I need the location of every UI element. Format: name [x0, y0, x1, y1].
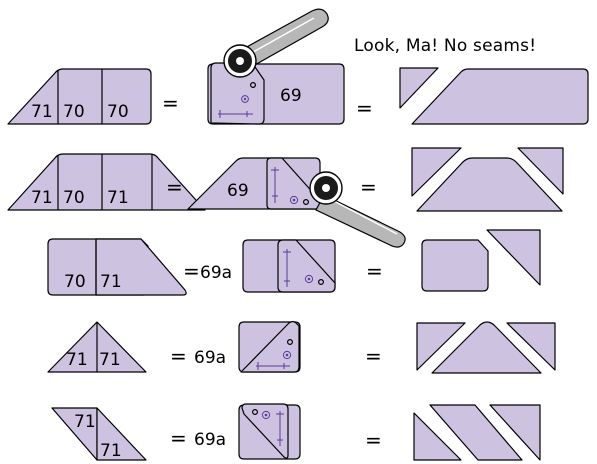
strip-label: 70 [64, 272, 86, 292]
equals-sign: = [365, 344, 382, 368]
row-5: 71 71 = 69a = [52, 404, 540, 461]
equals-sign: = [365, 428, 382, 452]
ruler-label: 69a [194, 348, 226, 368]
rotary-cutter-icon [310, 172, 405, 247]
row-4: 71 71 = 69a = [48, 322, 555, 374]
result-piece [422, 240, 488, 291]
equals-sign: = [170, 344, 187, 368]
row-3: 70 71 = 69a = [48, 230, 540, 295]
row-1: 71 70 70 = 69 = [8, 63, 588, 124]
strip-label: 70 [107, 102, 129, 122]
equals-sign: = [356, 96, 373, 120]
strip-label: 71 [74, 412, 96, 432]
equals-sign: = [183, 259, 200, 283]
strip-label: 71 [66, 350, 88, 370]
strip-label: 71 [31, 102, 53, 122]
ruler-label: 69a [194, 430, 226, 450]
ruler-label: 69 [280, 86, 302, 106]
row-2: 71 70 71 = 69 = [8, 148, 563, 211]
strip-label: 71 [31, 188, 53, 208]
strip-label: 71 [99, 350, 121, 370]
strip-label: 70 [63, 188, 85, 208]
strip-label: 70 [63, 102, 85, 122]
equals-sign: = [166, 175, 183, 199]
equals-sign: = [360, 175, 377, 199]
result-piece [487, 230, 540, 285]
ruler-label: 69 [227, 181, 249, 201]
strip-label: 71 [100, 441, 122, 461]
equals-sign: = [366, 259, 383, 283]
result-piece [412, 69, 588, 124]
equals-sign: = [162, 91, 179, 115]
ruler-label: 69a [200, 263, 232, 283]
strip-label: 71 [100, 272, 122, 292]
strip-label: 71 [107, 188, 129, 208]
equals-sign: = [170, 426, 187, 450]
